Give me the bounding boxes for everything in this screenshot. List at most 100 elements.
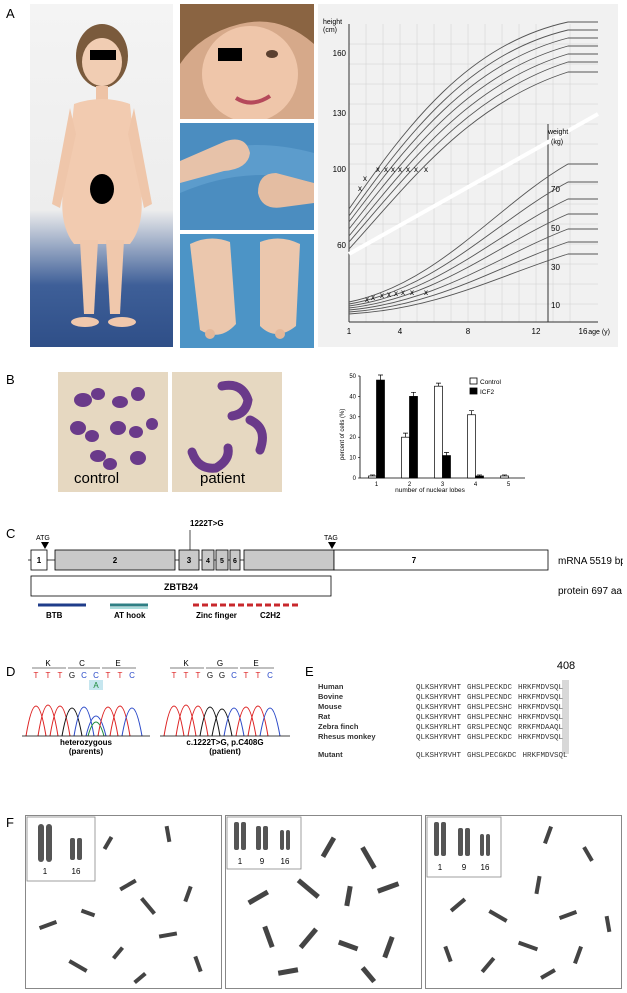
inset-label: 16	[281, 857, 290, 866]
inset-label: 9	[260, 857, 265, 866]
species-name: Zebra finch	[318, 722, 359, 731]
error-bar	[411, 391, 416, 397]
svg-text:x: x	[384, 165, 388, 174]
svg-text:K: K	[183, 659, 189, 668]
svg-text:6: 6	[233, 558, 237, 565]
x-tick-label: 2	[408, 482, 412, 488]
panel-label-e: E	[305, 664, 314, 679]
control-neutrophil-photo: control	[58, 372, 168, 492]
lobe-bar-chart-svg: percent of cells (%) number of nuclear l…	[340, 374, 525, 494]
svg-text:1: 1	[37, 556, 42, 565]
weight-tick-label: 30	[551, 263, 560, 272]
svg-text:C: C	[93, 671, 99, 680]
patient-label: patient	[200, 470, 246, 487]
svg-text:heterozygous: heterozygous	[60, 738, 113, 747]
svg-text:T: T	[106, 671, 111, 680]
bar-icf2-1	[376, 379, 385, 479]
height-tick-label: 100	[333, 165, 347, 174]
y-tick-label: 10	[349, 456, 356, 462]
weight-axis-label: weight	[547, 129, 568, 136]
height-ticks: 160 130 100 60	[333, 49, 347, 250]
alignment-position: 408	[556, 660, 576, 672]
weight-tick-label: 50	[551, 224, 560, 233]
svg-text:G: G	[217, 659, 223, 668]
sequence-block: HRKFMDVSQL	[518, 734, 564, 742]
error-bar	[403, 432, 408, 438]
bar-icf2-3	[442, 455, 451, 479]
species-name: Mutant	[318, 750, 343, 759]
inset-label: 1	[438, 863, 443, 872]
sequence-block: QLKSHYRVHT	[416, 752, 462, 760]
svg-text:A: A	[93, 681, 99, 690]
svg-text:x: x	[371, 293, 375, 302]
species-name: Mouse	[318, 702, 342, 711]
legend-swatch-control	[469, 377, 478, 385]
svg-text:K: K	[45, 659, 51, 668]
start-codon-label: ATG	[36, 535, 50, 542]
age-tick-label: 4	[398, 327, 403, 336]
sequence-block: GHSLPECNDC	[467, 694, 513, 702]
svg-text:x: x	[365, 295, 369, 304]
svg-text:G: G	[219, 671, 225, 680]
bar-control-3	[434, 385, 443, 479]
karyotype-spread-2: 1 9 16	[225, 815, 422, 989]
y-tick-label: 0	[353, 476, 357, 482]
protein-box	[30, 575, 332, 597]
bar-control-2	[401, 436, 410, 479]
svg-text:(patient): (patient)	[209, 747, 241, 756]
inset-label: 1	[43, 867, 48, 876]
age-tick-label: 8	[466, 327, 471, 336]
sequence-block: GRSLPECNQC	[467, 724, 513, 732]
stop-codon-marker	[328, 542, 336, 549]
svg-text:x: x	[401, 288, 405, 297]
inset-label: 1	[238, 857, 243, 866]
sequence-block: GHSLPECGKDC	[467, 752, 517, 760]
svg-text:T: T	[196, 671, 201, 680]
svg-text:T: T	[58, 671, 63, 680]
control-label: control	[74, 470, 120, 487]
svg-text:4: 4	[206, 558, 210, 565]
exon-3	[178, 549, 200, 571]
svg-text:(parents): (parents)	[69, 747, 104, 756]
age-axis-label: age (y)	[588, 329, 610, 336]
svg-text:C: C	[129, 671, 135, 680]
svg-text:T: T	[184, 671, 189, 680]
lobe-bar-chart: percent of cells (%) number of nuclear l…	[330, 370, 530, 495]
age-tick-label: 16	[579, 327, 588, 336]
exon-7-coding	[243, 549, 335, 571]
bar-icf2-4	[475, 475, 484, 479]
sequence-block: GHSLPECSHC	[467, 704, 513, 712]
gene-structure-svg: 1222T>G ATG TAG 1 2 3 4 5 6 7 mRNA 5519 …	[28, 519, 626, 620]
face-closeup-photo	[180, 4, 314, 119]
patient-neutrophil-photo: patient	[172, 372, 282, 492]
height-percentile-curves	[348, 21, 598, 250]
bar-control-5	[500, 475, 509, 479]
y-tick-label: 50	[349, 374, 356, 380]
legend-label-control: Control	[480, 379, 502, 386]
bar-control-4	[467, 414, 476, 479]
species-name: Human	[318, 682, 344, 691]
error-bar	[477, 474, 482, 476]
protein-name: ZBTB24	[164, 582, 198, 592]
sequence-block: QLKSHYRLHT	[416, 724, 462, 732]
svg-text:x: x	[424, 288, 428, 297]
error-bar	[436, 382, 441, 387]
exon-2	[54, 549, 176, 571]
svg-text:2: 2	[113, 556, 118, 565]
mutation-label: 1222T>G	[190, 519, 224, 528]
svg-text:C: C	[231, 671, 237, 680]
thumb-photo	[180, 123, 314, 230]
weight-tick-label: 70	[551, 185, 560, 194]
mrna-label: mRNA 5519 bp	[558, 556, 623, 567]
error-bar	[378, 374, 383, 381]
svg-text:C: C	[267, 671, 273, 680]
svg-text:x: x	[398, 165, 402, 174]
btb-label: BTB	[46, 611, 63, 620]
protein-length-label: protein 697 aa	[558, 586, 622, 597]
